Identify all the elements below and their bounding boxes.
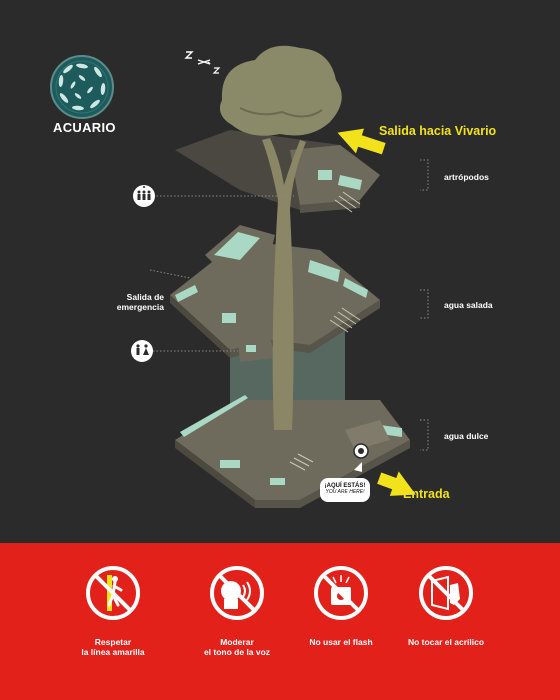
rule-label-flash: No usar el flash xyxy=(309,637,373,647)
no-flash-icon xyxy=(314,566,368,620)
no-shouting-icon xyxy=(210,566,264,620)
level-label-artropodos: artrópodos xyxy=(444,172,489,182)
you-are-here-bubble: ¡AQUÍ ESTÁS! YOU ARE HERE! xyxy=(320,478,370,502)
rules-banner: Respetar la línea amarilla Moderar el to… xyxy=(0,543,560,700)
you-are-here-marker-icon xyxy=(353,443,369,472)
exit-arrow-icon xyxy=(337,128,386,155)
rule-glass: No tocar el acrílico xyxy=(391,543,501,700)
rule-yellow-line: Respetar la línea amarilla xyxy=(58,543,168,700)
no-crossing-line-icon xyxy=(86,566,140,620)
tree-icon xyxy=(219,45,342,430)
rule-voice: Moderar el tono de la voz xyxy=(182,543,292,700)
you-are-here-text-en: YOU ARE HERE! xyxy=(325,489,365,495)
aquarium-isometric-map xyxy=(50,45,429,508)
rule-label-glass: No tocar el acrílico xyxy=(407,637,485,647)
rule-flash: No usar el flash xyxy=(286,543,396,700)
emergency-exit-label: Salida de emergencia xyxy=(116,292,164,312)
compass-icon xyxy=(184,51,221,74)
rule-label-yellow-line: Respetar la línea amarilla xyxy=(81,637,145,657)
floor-agua-dulce xyxy=(175,395,410,508)
restroom-icon xyxy=(131,340,153,362)
acuario-logo-icon xyxy=(50,55,114,119)
level-label-agua-dulce: agua dulce xyxy=(444,431,489,441)
exit-to-vivario-label: Salida hacia Vivario xyxy=(379,124,497,138)
rule-label-voice: Moderar el tono de la voz xyxy=(203,637,271,657)
you-are-here-text-es: ¡AQUÍ ESTÁS! xyxy=(324,483,366,489)
entrance-label: Entrada xyxy=(403,487,450,501)
level-brackets xyxy=(146,159,429,451)
map-area: ACUARIO Salida hacia Vivario Entrada art… xyxy=(50,45,497,508)
level-label-agua-salada: agua salada xyxy=(444,300,493,310)
no-touching-glass-icon xyxy=(419,566,473,620)
restroom-family-icon xyxy=(133,185,155,207)
entrance-arrow-icon xyxy=(377,471,416,496)
logo-title: ACUARIO xyxy=(53,120,116,135)
